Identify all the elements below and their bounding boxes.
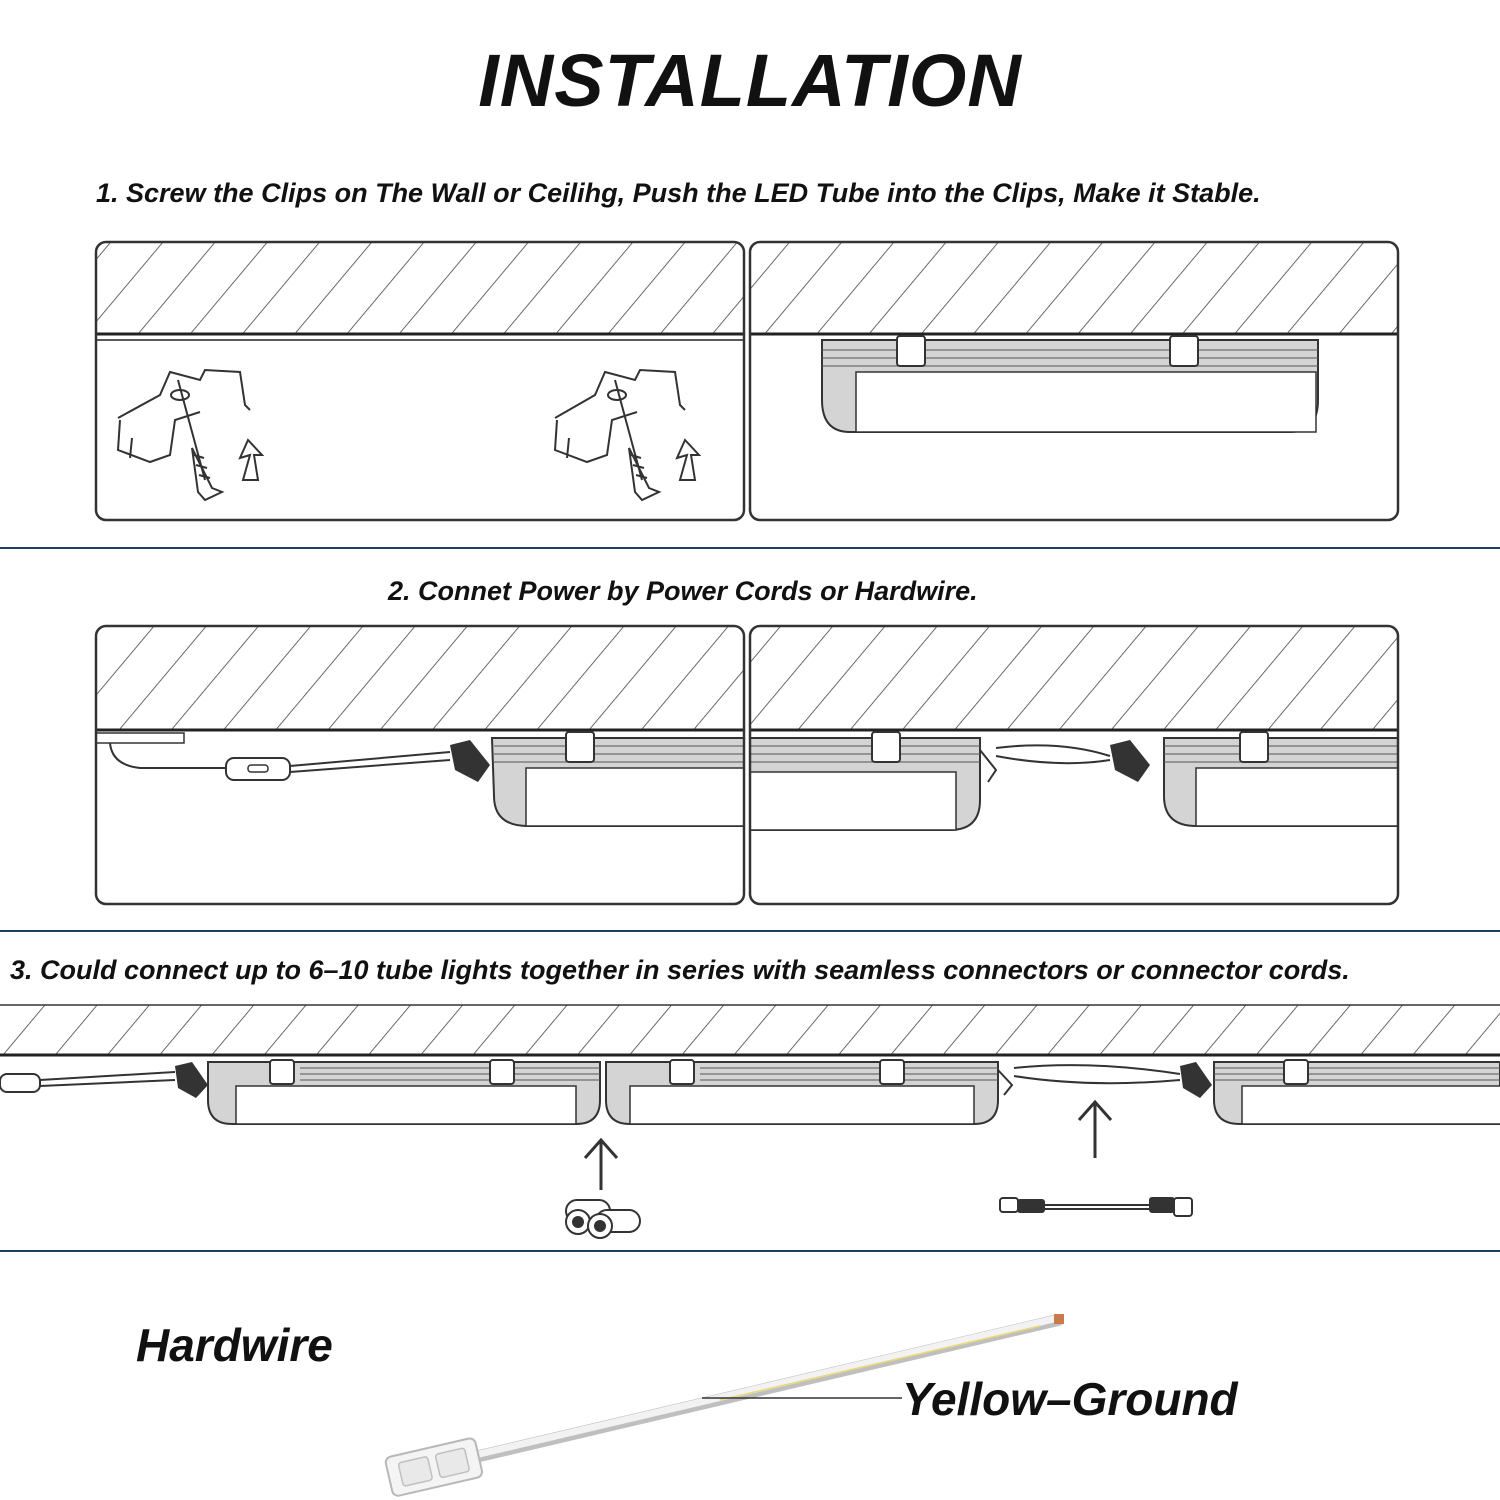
step1-panel-clips [94, 240, 746, 522]
step-1-caption: 1. Screw the Clips on The Wall or Ceilih… [96, 178, 1261, 208]
led-tube [821, 335, 1319, 433]
section-divider-1 [0, 547, 1500, 549]
connector-cord-icon [999, 1197, 1193, 1217]
step-2-caption: 2. Connet Power by Power Cords or Hardwi… [388, 576, 978, 606]
hardwire-label: Hardwire [136, 1319, 333, 1371]
screw-icon [614, 379, 662, 502]
led-tube [605, 1059, 999, 1125]
step1-panel-tube-mounted [748, 240, 1400, 522]
arrow-up-icon [1077, 1099, 1113, 1158]
plug-connector-icon [384, 1437, 484, 1497]
step2-panel-linked-tubes [748, 624, 1400, 906]
arrow-up-icon [675, 438, 702, 481]
yellow-ground-label: Yellow–Ground [902, 1373, 1238, 1425]
page-title: INSTALLATION [478, 39, 1022, 122]
mounting-clip [116, 368, 251, 464]
led-tube [1213, 1059, 1500, 1125]
led-tube [207, 1059, 601, 1125]
step3-series-strip [0, 1004, 1500, 1239]
step-3-caption: 3. Could connect up to 6–10 tube lights … [10, 955, 1350, 985]
screw-icon [177, 379, 225, 502]
arrow-up-icon [583, 1137, 619, 1190]
mounting-clip [553, 368, 686, 464]
arrow-up-icon [238, 438, 265, 481]
ceiling-hatch [96, 242, 744, 334]
seamless-connector-icon [565, 1199, 641, 1239]
step2-panel-power-cord [94, 624, 746, 906]
section-divider-2 [0, 930, 1500, 932]
hardwire-cable [384, 1314, 1064, 1497]
section-divider-3 [0, 1250, 1500, 1252]
